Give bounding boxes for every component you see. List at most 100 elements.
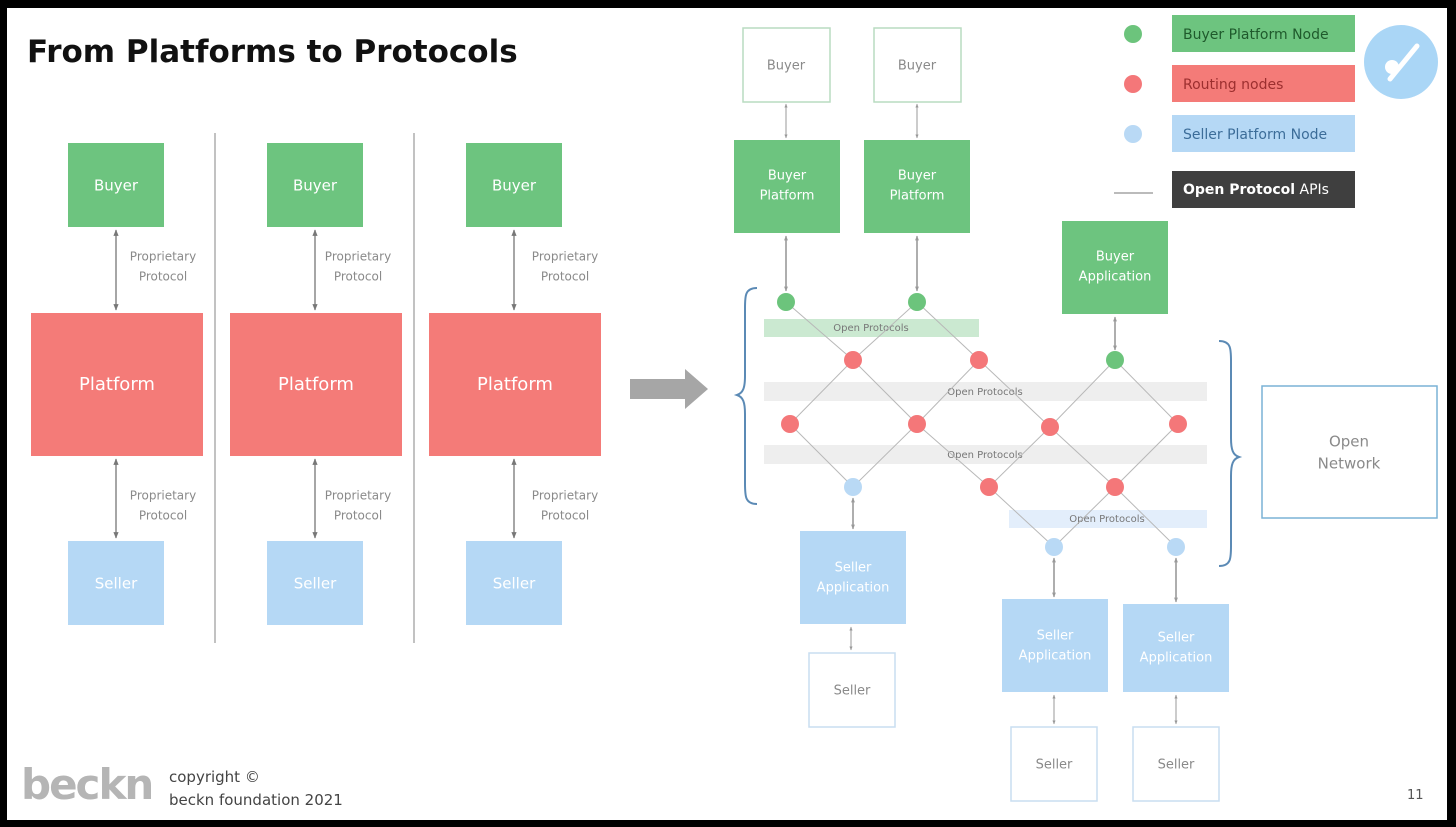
seller-label: Seller xyxy=(834,684,871,699)
diagram-canvas: Buyer Proprietary Protocol Platform Prop… xyxy=(31,15,1438,802)
legend-routing-node-label: Routing nodes xyxy=(1183,77,1283,93)
seller-box xyxy=(466,541,562,625)
page-number: 11 xyxy=(1407,788,1424,803)
buyer-box xyxy=(742,27,831,103)
protocol-label-line2: Protocol xyxy=(139,509,187,523)
open-protocols-label: Open Protocols xyxy=(833,323,908,334)
platform-column-1: Buyer Proprietary Protocol Platform Prop… xyxy=(31,143,203,625)
seller-label: Seller xyxy=(1036,758,1073,773)
routing-node xyxy=(1169,415,1187,433)
legend-routing-node-box xyxy=(1172,65,1355,102)
platform-box xyxy=(31,313,203,456)
buyer-platform-label-line1: Buyer xyxy=(898,169,937,184)
seller-application-label-line2: Application xyxy=(1140,651,1213,666)
buyer-box xyxy=(68,143,164,227)
legend-api-label-rest: APIs xyxy=(1295,182,1329,198)
routing-node xyxy=(1106,478,1124,496)
protocol-label-line2: Protocol xyxy=(334,509,382,523)
seller-application-label-line2: Application xyxy=(1019,649,1092,664)
legend-routing-node-swatch xyxy=(1124,75,1142,93)
seller-box xyxy=(267,541,363,625)
seller-label: Seller xyxy=(294,575,337,593)
protocol-label-line2: Protocol xyxy=(334,270,382,284)
buyer-application-box xyxy=(1062,221,1168,314)
legend-seller-node-label: Seller Platform Node xyxy=(1183,127,1327,143)
copyright-line2: beckn foundation 2021 xyxy=(169,791,343,809)
buyer-label: Buyer xyxy=(293,177,338,195)
legend-buyer-node-swatch xyxy=(1124,25,1142,43)
buyer-box xyxy=(873,27,962,103)
buyer-platform-node xyxy=(908,293,926,311)
buyer-label: Buyer xyxy=(898,59,937,74)
platform-box xyxy=(429,313,601,456)
protocol-label-line1: Proprietary xyxy=(532,489,598,503)
seller-application-label-line2: Application xyxy=(817,581,890,596)
seller-application-box xyxy=(800,531,906,624)
network-mesh xyxy=(785,301,1179,548)
routing-node xyxy=(781,415,799,433)
routing-node xyxy=(844,351,862,369)
routing-node xyxy=(1041,418,1059,436)
open-network-label-line2: Network xyxy=(1318,455,1381,473)
seller-box xyxy=(1132,726,1220,802)
open-protocols-band xyxy=(764,382,1207,401)
open-network-right-brace xyxy=(1218,340,1243,567)
open-protocols-band xyxy=(1009,510,1207,528)
buyer-platform-box xyxy=(864,140,970,233)
seller-box xyxy=(1010,726,1098,802)
seller-box xyxy=(808,652,896,728)
seller-application-label-line1: Seller xyxy=(835,561,872,576)
protocol-label-line1: Proprietary xyxy=(130,250,196,264)
legend-buyer-node-label: Buyer Platform Node xyxy=(1183,27,1329,43)
legend-buyer-node-box xyxy=(1172,15,1355,52)
buyer-application-label-line2: Application xyxy=(1079,270,1152,285)
buyer-label: Buyer xyxy=(767,59,806,74)
open-protocols-label: Open Protocols xyxy=(947,450,1022,461)
legend: Buyer Platform Node Routing nodes Seller… xyxy=(1114,15,1355,208)
seller-label: Seller xyxy=(493,575,536,593)
platform-column-2: Buyer Proprietary Protocol Platform Prop… xyxy=(230,143,402,625)
legend-seller-node-box xyxy=(1172,115,1355,152)
seller-application-label-line1: Seller xyxy=(1158,631,1195,646)
copyright: copyright © beckn foundation 2021 xyxy=(169,766,343,812)
open-protocols-label: Open Protocols xyxy=(947,387,1022,398)
open-network-left-brace xyxy=(733,287,758,505)
buyer-platform-label-line1: Buyer xyxy=(768,169,807,184)
buyer-application-label-line1: Buyer xyxy=(1096,250,1135,265)
protocol-label-line1: Proprietary xyxy=(532,250,598,264)
buyer-platform-box xyxy=(734,140,840,233)
legend-api-label-bold: Open Protocol xyxy=(1183,182,1295,198)
routing-node xyxy=(980,478,998,496)
seller-application-label-line1: Seller xyxy=(1037,629,1074,644)
protocol-label-line1: Proprietary xyxy=(325,489,391,503)
check-badge-icon xyxy=(1364,25,1438,99)
seller-label: Seller xyxy=(95,575,138,593)
seller-platform-node xyxy=(1167,538,1185,556)
copyright-line1: copyright © xyxy=(169,768,260,786)
buyer-label: Buyer xyxy=(492,177,537,195)
platform-label: Platform xyxy=(278,374,354,395)
buyer-platform-node xyxy=(1106,351,1124,369)
seller-application-box xyxy=(1123,604,1229,692)
platform-label: Platform xyxy=(79,374,155,395)
protocol-label-line2: Protocol xyxy=(139,270,187,284)
protocol-label-line2: Protocol xyxy=(541,509,589,523)
open-network-label-line1: Open xyxy=(1329,433,1369,451)
buyer-box xyxy=(466,143,562,227)
platform-box xyxy=(230,313,402,456)
seller-label: Seller xyxy=(1158,758,1195,773)
buyer-platform-label-line2: Platform xyxy=(760,189,815,204)
buyer-platform-label-line2: Platform xyxy=(890,189,945,204)
seller-platform-node xyxy=(1045,538,1063,556)
protocol-label-line2: Protocol xyxy=(541,270,589,284)
slide-title: From Platforms to Protocols xyxy=(27,34,518,70)
open-protocols-band xyxy=(764,445,1207,464)
legend-api-label: Open Protocol APIs xyxy=(1183,182,1329,198)
seller-box xyxy=(68,541,164,625)
buyer-platform-node xyxy=(777,293,795,311)
platform-column-3: Buyer Proprietary Protocol Platform Prop… xyxy=(429,143,601,625)
buyer-box xyxy=(267,143,363,227)
protocol-label-line1: Proprietary xyxy=(130,489,196,503)
seller-application-box xyxy=(1002,599,1108,692)
slide: From Platforms to Protocols Buyer Propri… xyxy=(7,8,1447,820)
